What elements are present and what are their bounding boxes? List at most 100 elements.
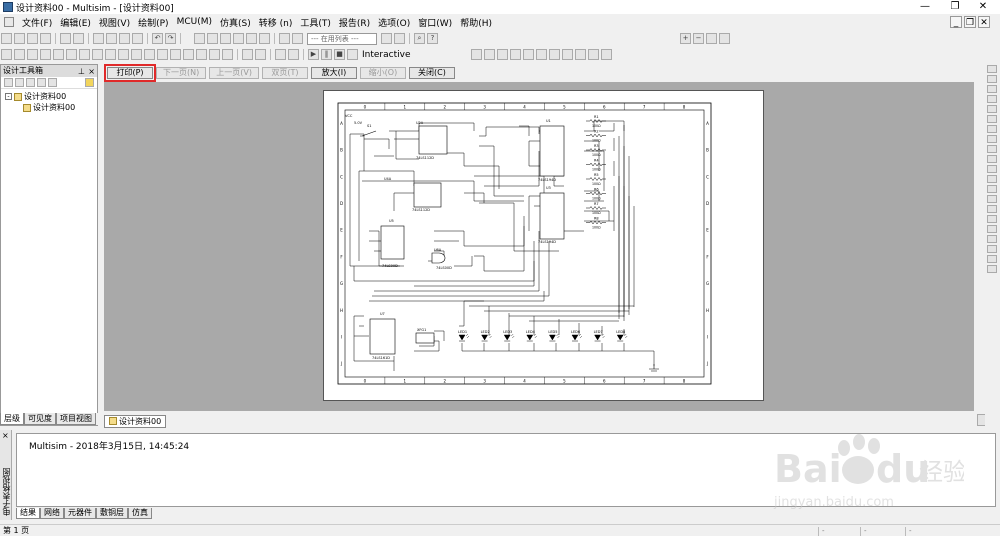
menu-options[interactable]: 选项(O) xyxy=(378,18,411,29)
in-use-list-dropdown[interactable]: --- 在用列表 --- xyxy=(307,32,377,45)
open-sample-icon[interactable] xyxy=(27,33,38,44)
diode-icon[interactable] xyxy=(27,49,38,60)
power-icon[interactable] xyxy=(131,49,142,60)
distortion-analyzer-tool-icon[interactable] xyxy=(987,175,997,183)
misc-digital-icon[interactable] xyxy=(92,49,103,60)
mdi-close-button[interactable]: ✕ xyxy=(978,16,990,28)
open-icon[interactable] xyxy=(14,33,25,44)
tree-node-root[interactable]: - 设计资料00 xyxy=(5,91,93,102)
wire-icon[interactable] xyxy=(275,49,286,60)
pause-icon[interactable]: ‖ xyxy=(321,49,332,60)
maximize-button[interactable]: ❐ xyxy=(950,1,960,12)
tab-components[interactable]: 元器件 xyxy=(64,508,96,519)
probe-settings-icon[interactable] xyxy=(255,49,266,60)
logic-converter-icon[interactable] xyxy=(588,49,600,60)
wattmeter-tool-icon[interactable] xyxy=(987,85,997,93)
paste-icon[interactable] xyxy=(119,33,130,44)
new-file-icon[interactable] xyxy=(4,78,13,87)
logic-analyzer-tool-icon[interactable] xyxy=(987,155,997,163)
frequency-counter-tool-icon[interactable] xyxy=(987,125,997,133)
next-page-button[interactable]: 下一页(N) xyxy=(156,67,207,79)
output-close-icon[interactable]: × xyxy=(2,431,9,440)
text-icon[interactable] xyxy=(288,49,299,60)
menu-mcu[interactable]: MCU(M) xyxy=(176,17,212,27)
component-wizard-icon[interactable] xyxy=(279,33,290,44)
iv-analyzer-icon[interactable] xyxy=(601,49,613,60)
frequency-counter-icon[interactable] xyxy=(549,49,561,60)
agilent-multimeter-tool-icon[interactable] xyxy=(987,215,997,223)
properties-icon[interactable] xyxy=(85,78,94,87)
zoom-fit-icon[interactable] xyxy=(719,33,730,44)
parent-sheet-icon[interactable] xyxy=(259,33,270,44)
function-generator-icon[interactable] xyxy=(484,49,496,60)
tree-node-sheet[interactable]: 设计资料00 xyxy=(5,102,93,113)
rf-icon[interactable] xyxy=(170,49,181,60)
close-button[interactable]: ✕ xyxy=(978,1,988,12)
document-menu-icon[interactable] xyxy=(4,17,14,27)
function-generator-tool-icon[interactable] xyxy=(987,75,997,83)
wattmeter-icon[interactable] xyxy=(497,49,509,60)
spectrum-analyzer-tool-icon[interactable] xyxy=(987,185,997,193)
close-file-icon[interactable] xyxy=(37,78,46,87)
menu-tools[interactable]: 工具(T) xyxy=(300,18,331,29)
open-folder-icon[interactable] xyxy=(15,78,24,87)
bus-icon[interactable] xyxy=(222,49,233,60)
ni-elvis-tool-icon[interactable] xyxy=(987,255,997,263)
tab-results[interactable]: 结果 xyxy=(16,508,40,519)
erc-icon[interactable] xyxy=(381,33,392,44)
menu-reports[interactable]: 报告(R) xyxy=(338,18,371,29)
grapher-icon[interactable] xyxy=(233,33,244,44)
bode-plotter-tool-icon[interactable] xyxy=(987,115,997,123)
ttl-icon[interactable] xyxy=(66,49,77,60)
interactive-mode-icon[interactable] xyxy=(347,49,358,60)
menu-place[interactable]: 绘制(P) xyxy=(138,18,169,29)
help-icon[interactable]: ? xyxy=(427,33,438,44)
tektronix-oscilloscope-tool-icon[interactable] xyxy=(987,235,997,243)
mdi-minimize-button[interactable]: _ xyxy=(950,16,962,28)
design-toolbox-icon[interactable] xyxy=(194,33,205,44)
mcu-icon[interactable] xyxy=(196,49,207,60)
new-icon[interactable] xyxy=(1,33,12,44)
print-preview-icon[interactable] xyxy=(73,33,84,44)
zoom-out-icon[interactable]: − xyxy=(693,33,704,44)
agilent-generator-tool-icon[interactable] xyxy=(987,205,997,213)
indicator-icon[interactable] xyxy=(118,49,129,60)
spice-netlist-icon[interactable] xyxy=(220,33,231,44)
tree-expand-icon[interactable]: - xyxy=(5,93,12,100)
stop-icon[interactable]: ■ xyxy=(334,49,345,60)
find-examples-icon[interactable]: ⌕ xyxy=(414,33,425,44)
zoom-in-icon[interactable]: + xyxy=(680,33,691,44)
print-button[interactable]: 打印(P) xyxy=(104,64,156,82)
agilent-oscilloscope-tool-icon[interactable] xyxy=(987,225,997,233)
iv-analyzer-tool-icon[interactable] xyxy=(987,165,997,173)
cmos-icon[interactable] xyxy=(79,49,90,60)
tab-project-view[interactable]: 项目视图 xyxy=(56,413,96,425)
zoom-area-icon[interactable] xyxy=(706,33,717,44)
logic-analyzer-icon[interactable] xyxy=(575,49,587,60)
tab-nets[interactable]: 网络 xyxy=(40,508,64,519)
menu-view[interactable]: 视图(V) xyxy=(98,18,131,29)
current-probe-tool-icon[interactable] xyxy=(987,265,997,273)
previous-page-button[interactable]: 上一页(V) xyxy=(209,67,259,79)
menu-transfer[interactable]: 转移 (n) xyxy=(258,18,293,29)
zoom-in-button[interactable]: 放大(I) xyxy=(310,67,357,79)
bode-plotter-icon[interactable] xyxy=(536,49,548,60)
multimeter-tool-icon[interactable] xyxy=(987,65,997,73)
four-channel-oscilloscope-tool-icon[interactable] xyxy=(987,105,997,113)
tab-copper-layers[interactable]: 敷铜层 xyxy=(96,508,128,519)
mdi-restore-button[interactable]: ❐ xyxy=(964,16,976,28)
tab-simulation[interactable]: 仿真 xyxy=(128,508,152,519)
save-icon[interactable] xyxy=(40,33,51,44)
close-preview-button[interactable]: 关闭(C) xyxy=(408,67,455,79)
spreadsheet-view-icon[interactable] xyxy=(207,33,218,44)
tab-visibility[interactable]: 可见度 xyxy=(24,413,56,425)
misc-icon[interactable] xyxy=(144,49,155,60)
oscilloscope-tool-icon[interactable] xyxy=(987,95,997,103)
probe-icon[interactable] xyxy=(242,49,253,60)
two-page-button[interactable]: 双页(T) xyxy=(261,67,308,79)
network-analyzer-tool-icon[interactable] xyxy=(987,195,997,203)
source-icon[interactable] xyxy=(1,49,12,60)
word-generator-icon[interactable] xyxy=(562,49,574,60)
undo-icon[interactable]: ↶ xyxy=(152,33,163,44)
cut-icon[interactable] xyxy=(93,33,104,44)
